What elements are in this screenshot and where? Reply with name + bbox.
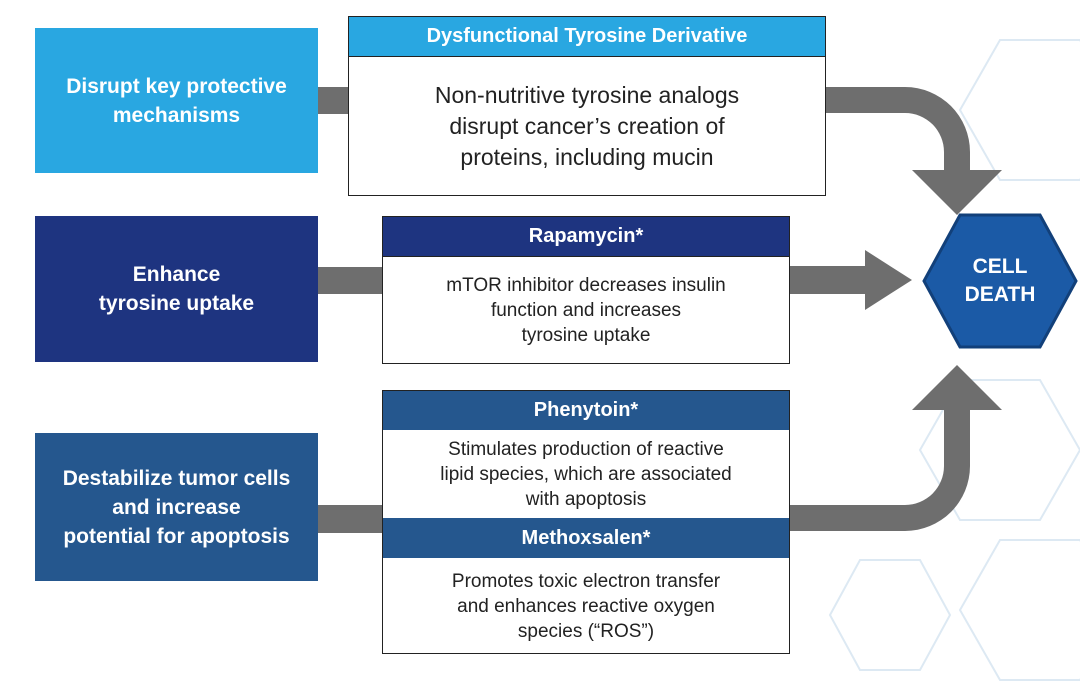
straight-arrow-middle [790,250,912,310]
curved-arrow-bottom [790,365,1002,531]
drug-description-rapamycin: mTOR inhibitor decreases insulin functio… [382,256,790,364]
drug-description-phenytoin: Stimulates production of reactive lipid … [382,430,790,518]
drug-header-methoxsalen: Methoxsalen* [382,518,790,558]
drug-description-tyrosine-derivative: Non-nutritive tyrosine analogs disrupt c… [348,56,826,196]
drug-header-rapamycin: Rapamycin* [382,216,790,256]
strategy-box-tyrosine-uptake: Enhance tyrosine uptake [35,216,318,362]
drug-description-methoxsalen: Promotes toxic electron transfer and enh… [382,558,790,654]
strategy-box-apoptosis: Destabilize tumor cells and increase pot… [35,433,318,581]
drug-header-tyrosine-derivative: Dysfunctional Tyrosine Derivative [348,16,826,56]
connector-bar-row1-left [318,87,348,114]
outcome-label: CELL DEATH [964,255,1036,306]
drug-header-phenytoin: Phenytoin* [382,390,790,430]
curved-arrow-top [826,87,1002,215]
strategy-box-protective-mechanisms: Disrupt key protective mechanisms [35,28,318,173]
connector-bar-row2-left [318,267,382,294]
connector-bar-row3-left [318,505,382,533]
